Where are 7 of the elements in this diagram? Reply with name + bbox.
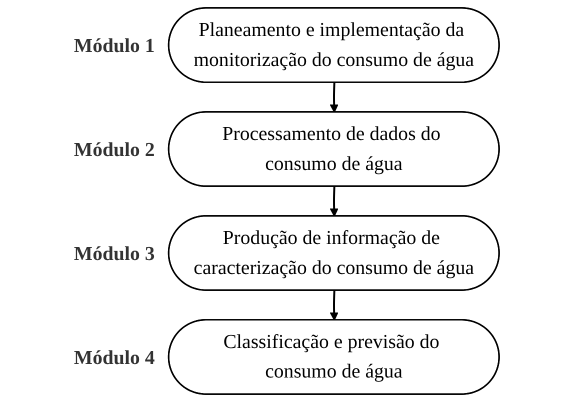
module-label: Módulo 2 [74,138,155,161]
module-label: Módulo 1 [74,34,155,57]
module-label: Módulo 4 [74,346,155,369]
module-label: Módulo 3 [74,242,155,265]
arrow [330,82,338,113]
arrow [330,290,338,321]
arrow [330,186,338,217]
